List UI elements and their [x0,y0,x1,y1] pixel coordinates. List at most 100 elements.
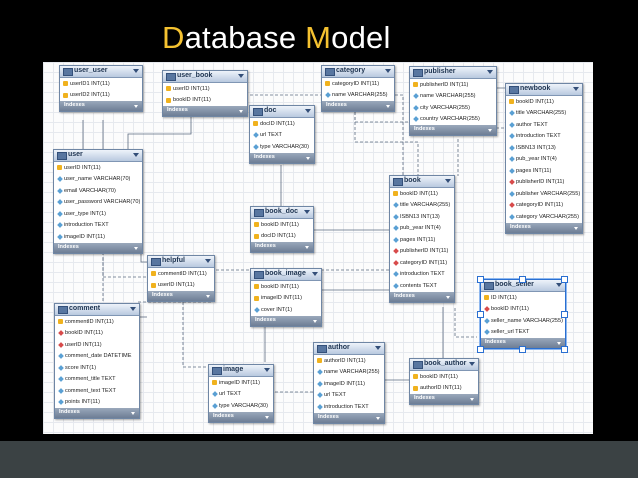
chevron-down-icon[interactable] [133,69,139,73]
chevron-down-icon[interactable] [130,307,136,311]
table-column[interactable]: comment_title TEXT [55,374,139,386]
table-column[interactable]: user_type INT(1) [54,208,142,220]
table-column[interactable]: publisherID INT(11) [390,246,454,258]
table-header[interactable]: book_doc [251,207,313,219]
chevron-down-icon[interactable] [205,259,211,263]
indexes-bar[interactable]: Indexes [322,101,394,111]
chevron-down-icon[interactable] [133,153,139,157]
table-column[interactable]: userID1 INT(11) [60,78,142,90]
table-column[interactable]: categoryID INT(11) [506,200,582,212]
table-column[interactable]: introduction TEXT [314,401,384,413]
expand-icon[interactable] [574,226,578,230]
expand-icon[interactable] [265,415,269,419]
table-column[interactable]: publisherID INT(11) [410,79,496,91]
table-column[interactable]: imageID INT(11) [251,293,321,305]
indexes-bar[interactable]: Indexes [481,338,565,348]
expand-icon[interactable] [446,295,450,299]
table-column[interactable]: docID INT(11) [251,231,313,243]
chevron-down-icon[interactable] [304,210,310,214]
table-column[interactable]: authorID INT(11) [314,355,384,367]
table-column[interactable]: comment_date DATETIME [55,351,139,363]
table-header[interactable]: user_book [163,71,247,83]
chevron-down-icon[interactable] [556,283,562,287]
table-column[interactable]: commentID INT(11) [148,268,214,280]
indexes-bar[interactable]: Indexes [251,315,321,326]
resize-handle[interactable] [477,276,484,283]
expand-icon[interactable] [470,398,474,401]
table-header[interactable]: publisher [410,67,496,79]
table-column[interactable]: categoryID INT(11) [390,257,454,269]
table-column[interactable]: ID INT(11) [481,292,565,304]
indexes-bar[interactable]: Indexes [410,125,496,135]
chevron-down-icon[interactable] [469,362,475,366]
indexes-bar[interactable]: Indexes [163,106,247,116]
table-column[interactable]: pages INT(11) [506,165,582,177]
resize-handle[interactable] [519,276,526,283]
table-header[interactable]: book_author [410,359,478,371]
chevron-down-icon[interactable] [487,70,493,74]
table-column[interactable]: title VARCHAR(255) [506,108,582,120]
table-column[interactable]: userID INT(11) [163,83,247,95]
table-column[interactable]: authorID INT(11) [410,383,478,395]
table-column[interactable]: userID INT(11) [55,339,139,351]
table-header[interactable]: book_image [251,269,321,281]
table-column[interactable]: author TEXT [506,119,582,131]
indexes-bar[interactable]: Indexes [410,394,478,404]
table-column[interactable]: imageID INT(11) [209,377,273,389]
table-column[interactable]: name VARCHAR(255) [410,91,496,103]
table-column[interactable]: bookID INT(11) [481,304,565,316]
table-column[interactable]: publisherID INT(11) [506,177,582,189]
table-column[interactable]: name VARCHAR(255) [322,90,394,102]
table-column[interactable]: bookID INT(11) [506,96,582,108]
table-column[interactable]: country VARCHAR(255) [410,114,496,126]
table-column[interactable]: bookID INT(11) [390,188,454,200]
table-column[interactable]: pub_year INT(4) [506,154,582,166]
chevron-down-icon[interactable] [385,69,391,73]
table-column[interactable]: userID2 INT(11) [60,90,142,102]
resize-handle[interactable] [519,346,526,353]
table-column[interactable]: bookID INT(11) [55,328,139,340]
table-column[interactable]: publisher VARCHAR(255) [506,188,582,200]
table-column[interactable]: categoryID INT(11) [322,78,394,90]
table-column[interactable]: pages INT(11) [390,234,454,246]
indexes-bar[interactable]: Indexes [250,152,314,163]
table-column[interactable]: pub_year INT(4) [390,223,454,235]
indexes-bar[interactable]: Indexes [60,101,142,111]
chevron-down-icon[interactable] [445,179,451,183]
table-column[interactable]: bookID INT(11) [251,281,321,293]
resize-handle[interactable] [477,311,484,318]
table-column[interactable]: seller_name VARCHAR(255) [481,315,565,327]
table-header[interactable]: comment [55,304,139,316]
table-column[interactable]: introduction TEXT [506,131,582,143]
table-header[interactable]: helpful [148,256,214,268]
expand-icon[interactable] [134,105,138,108]
resize-handle[interactable] [561,311,568,318]
expand-icon[interactable] [557,342,561,345]
table-column[interactable]: cover INT(1) [251,304,321,316]
table-column[interactable]: title VARCHAR(255) [390,200,454,212]
expand-icon[interactable] [131,412,135,415]
indexes-bar[interactable]: Indexes [390,291,454,302]
table-header[interactable]: image [209,365,273,377]
table-column[interactable]: city VARCHAR(255) [410,102,496,114]
resize-handle[interactable] [561,346,568,353]
table-header[interactable]: author [314,343,384,355]
table-column[interactable]: bookID INT(11) [163,95,247,107]
expand-icon[interactable] [305,246,309,249]
expand-icon[interactable] [306,156,310,160]
table-column[interactable]: user_name VARCHAR(70) [54,174,142,186]
indexes-bar[interactable]: Indexes [55,408,139,418]
